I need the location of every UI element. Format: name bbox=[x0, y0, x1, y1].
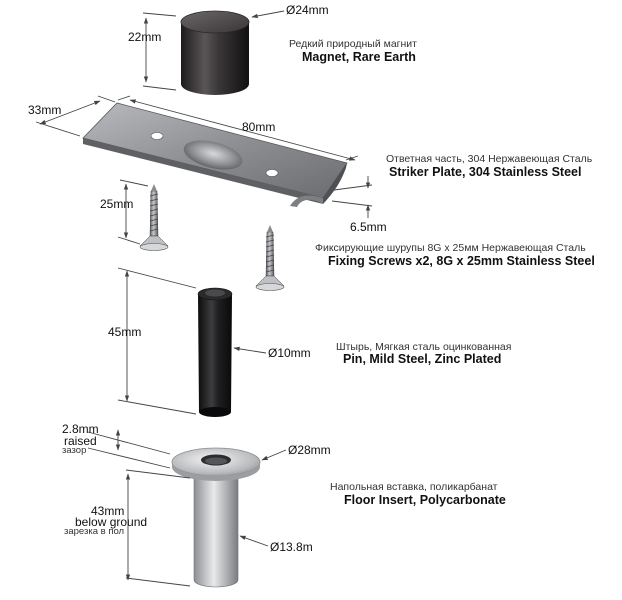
insert-flange-diameter-label: Ø28mm bbox=[288, 443, 331, 457]
pin-label-en: Pin, Mild Steel, Zinc Plated bbox=[343, 352, 502, 366]
floor-insert-dimension-lines bbox=[87, 429, 287, 587]
magnet-height-label: 22mm bbox=[128, 30, 162, 44]
insert-raised-value: 2.8mm bbox=[62, 422, 99, 436]
pin-part bbox=[197, 287, 233, 417]
screw-length-label: 25mm bbox=[100, 197, 134, 211]
screw-dimension-lines bbox=[117, 179, 149, 245]
pin-dimension-lines bbox=[117, 267, 267, 415]
insert-depth-word: below ground bbox=[75, 515, 148, 529]
plate-label-ru: Ответная часть, 304 Нержавеющая Сталь bbox=[386, 153, 593, 165]
magnet-diameter-label: Ø24mm bbox=[286, 3, 329, 17]
screw-left bbox=[139, 184, 169, 251]
insert-depth-ru: зарезка в пол bbox=[64, 526, 125, 537]
pin-label-ru: Штырь, Мягкая сталь оцинкованная bbox=[336, 341, 512, 353]
magnet-label-ru: Редкий природный магнит bbox=[289, 38, 417, 50]
plate-lip-label: 6.5mm bbox=[350, 220, 387, 234]
insert-tube-diameter-label: Ø13.8m bbox=[270, 540, 313, 554]
striker-plate-dimension-lines bbox=[35, 95, 373, 218]
insert-label-en: Floor Insert, Polycarbonate bbox=[344, 493, 506, 507]
screws-label-ru: Фиксирующие шурупы 8G x 25мм Нержавеющая… bbox=[315, 242, 586, 254]
pin-length-label: 45mm bbox=[108, 325, 142, 339]
plate-label-en: Striker Plate, 304 Stainless Steel bbox=[389, 165, 582, 179]
plate-length-label: 80mm bbox=[242, 120, 276, 134]
magnet-dimension-lines bbox=[142, 10, 285, 91]
insert-raised-ru: зазор bbox=[62, 445, 87, 456]
screw-right bbox=[255, 225, 285, 291]
insert-depth-value: 43mm bbox=[91, 504, 125, 518]
magnet-label-en: Magnet, Rare Earth bbox=[302, 50, 416, 64]
screws-label-en: Fixing Screws x2, 8G x 25mm Stainless St… bbox=[328, 254, 595, 268]
insert-raised-word: raised bbox=[64, 434, 97, 448]
insert-label-ru: Напольная вставка, поликарбанат bbox=[330, 481, 498, 493]
plate-width-label: 33mm bbox=[28, 103, 62, 117]
striker-plate-part bbox=[82, 102, 348, 207]
magnet-part bbox=[180, 10, 250, 95]
floor-insert-part bbox=[171, 447, 261, 588]
pin-diameter-label: Ø10mm bbox=[268, 346, 311, 360]
